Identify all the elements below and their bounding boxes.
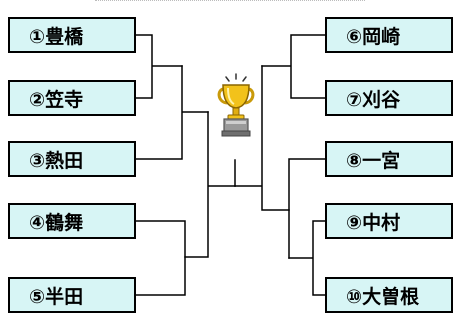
team-label-9: ⑨中村 (346, 211, 401, 234)
team-box-2: ②笠寺 (8, 80, 136, 116)
team-box-3: ③熱田 (8, 141, 136, 177)
team-label-7: ⑦刈谷 (346, 88, 401, 111)
bracket-line-left-r2 (135, 65, 209, 160)
team-label-4: ④鶴舞 (29, 211, 84, 234)
bracket-line-right-9-10 (288, 220, 326, 296)
bracket-line-left-4-5 (135, 220, 186, 296)
team-box-9: ⑨中村 (325, 203, 453, 239)
team-label-2: ②笠寺 (29, 88, 84, 111)
team-label-3: ③熱田 (29, 149, 84, 172)
team-label-1: ①豊橋 (29, 25, 84, 48)
bracket-line-left-semi (184, 111, 236, 258)
team-box-7: ⑦刈谷 (325, 80, 453, 116)
bracket-line-right-r2 (288, 158, 326, 259)
bracket-line-right-semi (234, 65, 290, 211)
team-box-10: ⑩大曽根 (325, 277, 453, 313)
bracket-line-right-6-7 (261, 34, 326, 99)
team-box-6: ⑥岡崎 (325, 17, 453, 53)
trophy-icon (217, 73, 255, 137)
team-box-5: ⑤半田 (8, 277, 136, 313)
team-label-8: ⑧一宮 (346, 149, 401, 172)
team-label-10: ⑩大曽根 (346, 285, 420, 308)
team-box-8: ⑧一宮 (325, 141, 453, 177)
team-box-1: ①豊橋 (8, 17, 136, 53)
team-box-4: ④鶴舞 (8, 203, 136, 239)
team-label-5: ⑤半田 (29, 285, 84, 308)
top-divider (95, 0, 365, 2)
team-label-6: ⑥岡崎 (346, 25, 401, 48)
bracket-line-left-1-2 (135, 34, 183, 99)
